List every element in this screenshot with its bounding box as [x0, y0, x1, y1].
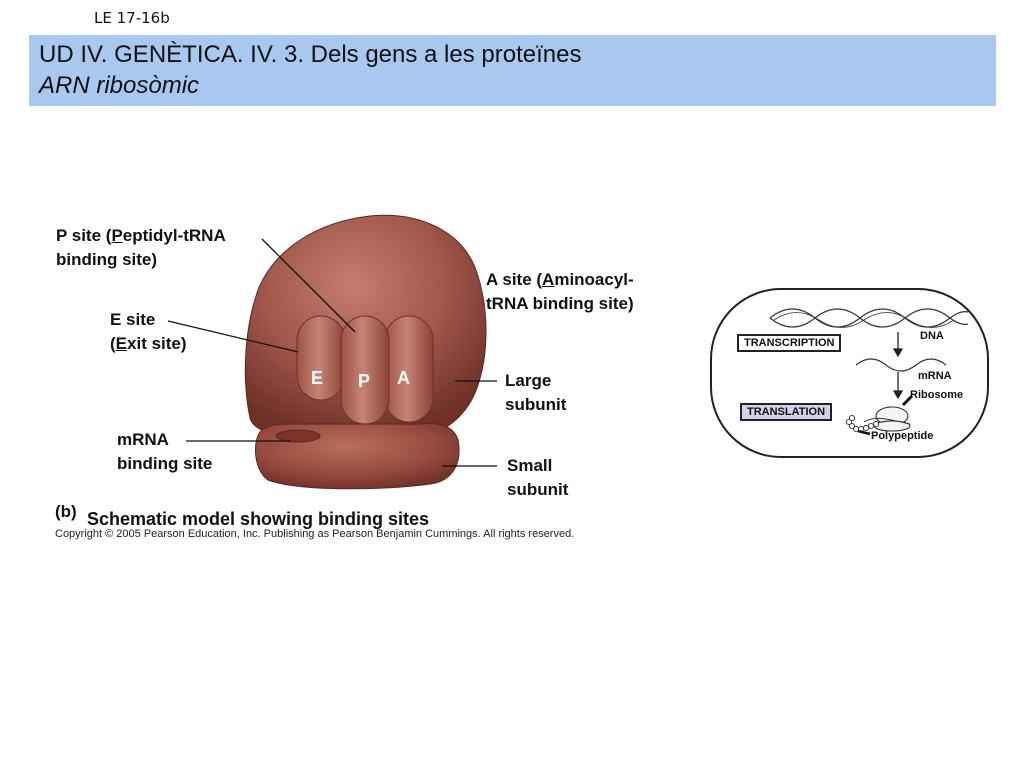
e-site-label: E site (Exit site) [110, 310, 187, 353]
small-subunit-label: Small subunit [507, 456, 569, 499]
p-site-label: P site (Peptidyl-tRNA binding site) [56, 226, 226, 269]
polypeptide-label: Polypeptide [871, 430, 934, 442]
transcription-box: TRANSCRIPTION [737, 334, 842, 352]
mrna-label: mRNA [918, 370, 952, 382]
translation-box: TRANSLATION [740, 403, 833, 421]
leader-line-e-site [167, 320, 299, 353]
mrna-groove-shape [275, 429, 321, 443]
caption-letter: (b) [55, 502, 77, 521]
large-subunit-label: Large subunit [505, 371, 567, 414]
mrna-strand-icon [855, 358, 947, 372]
p-site-tube [340, 315, 390, 425]
polypeptide-chain-icon [845, 414, 880, 436]
e-site-letter: E [311, 368, 324, 388]
ribosome-label: Ribosome [910, 389, 964, 401]
mini-ribosome-icon [863, 394, 914, 432]
leader-line-p-site [261, 238, 356, 333]
mrna-binding-site-label: mRNA binding site [117, 430, 213, 473]
page-subtitle: ARN ribosòmic [39, 72, 200, 99]
title-band: UD IV. GENÈTICA. IV. 3. Dels gens a les … [29, 35, 996, 106]
copyright-notice: Copyright © 2005 Pearson Education, Inc.… [55, 528, 575, 540]
caption-text: Schematic model showing binding sites [87, 509, 430, 529]
slide-reference: LE 17-16b [94, 9, 170, 27]
dna-helix-icon [769, 308, 969, 328]
a-site-label: A site (Aminoacyl- tRNA binding site) [486, 270, 634, 313]
dna-label: DNA [920, 330, 944, 342]
p-site-letter: P [358, 371, 371, 391]
page-title: UD IV. GENÈTICA. IV. 3. Dels gens a les … [39, 41, 582, 68]
a-site-letter: A [397, 368, 410, 388]
